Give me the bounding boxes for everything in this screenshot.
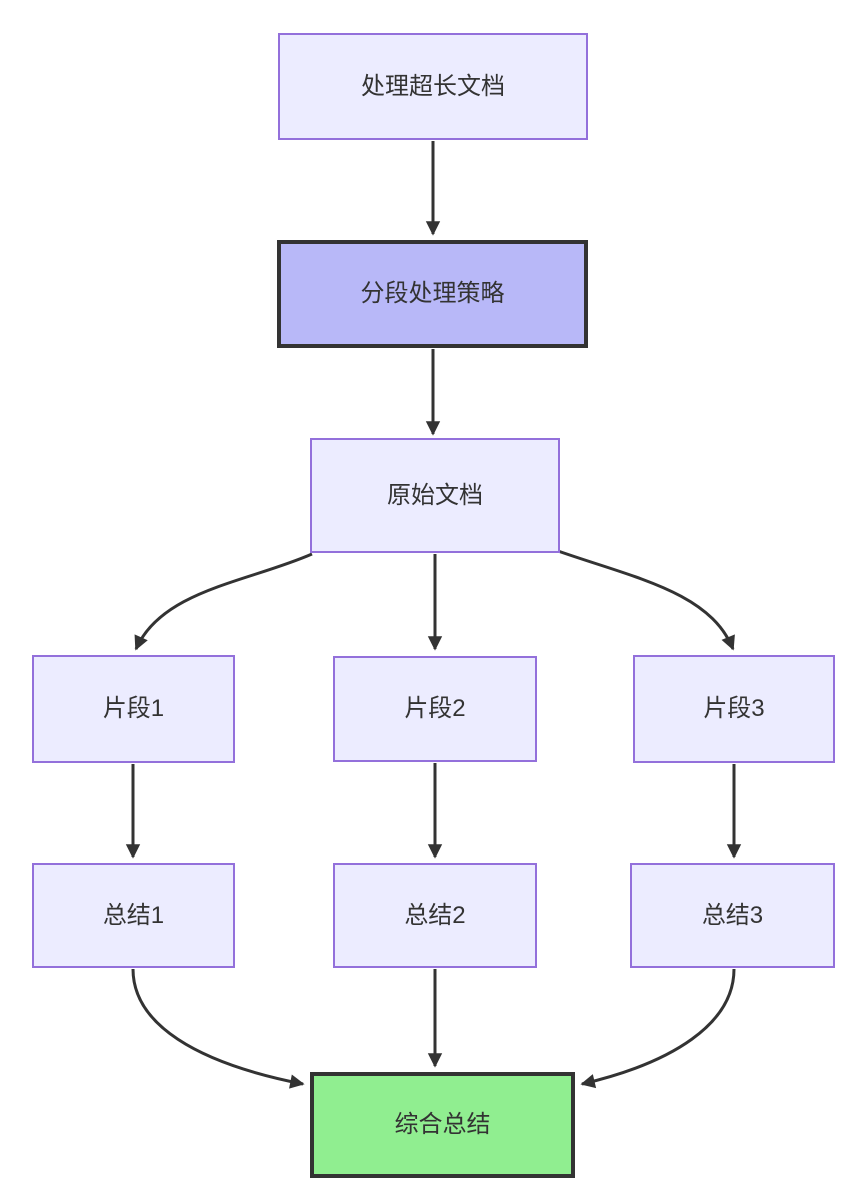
node-process-long-doc: 处理超长文档 [278, 33, 588, 140]
node-label: 片段2 [404, 695, 466, 722]
node-original-doc: 原始文档 [310, 438, 560, 553]
node-label: 处理超长文档 [361, 72, 505, 100]
node-label: 总结1 [102, 901, 165, 929]
edge-E3-F [580, 968, 736, 1089]
node-combined-summary: 综合总结 [310, 1072, 575, 1178]
node-label: 分段处理策略 [360, 280, 505, 307]
edge-E1-F [131, 968, 305, 1089]
edge-C-D3 [557, 549, 735, 651]
node-fragment-3: 片段3 [633, 655, 835, 763]
node-label: 原始文档 [387, 481, 483, 509]
node-fragment-2: 片段2 [333, 656, 537, 762]
node-segmentation-strategy: 分段处理策略 [277, 240, 588, 348]
node-label: 总结2 [404, 901, 466, 929]
node-summary-3: 总结3 [630, 863, 835, 968]
node-label: 综合总结 [394, 1111, 491, 1138]
node-fragment-1: 片段1 [32, 655, 235, 763]
node-label: 片段1 [102, 695, 165, 722]
node-summary-2: 总结2 [333, 863, 537, 968]
edge-C-D1 [134, 552, 313, 651]
node-label: 片段3 [703, 695, 765, 722]
node-label: 总结3 [701, 901, 764, 929]
node-summary-1: 总结1 [32, 863, 235, 968]
